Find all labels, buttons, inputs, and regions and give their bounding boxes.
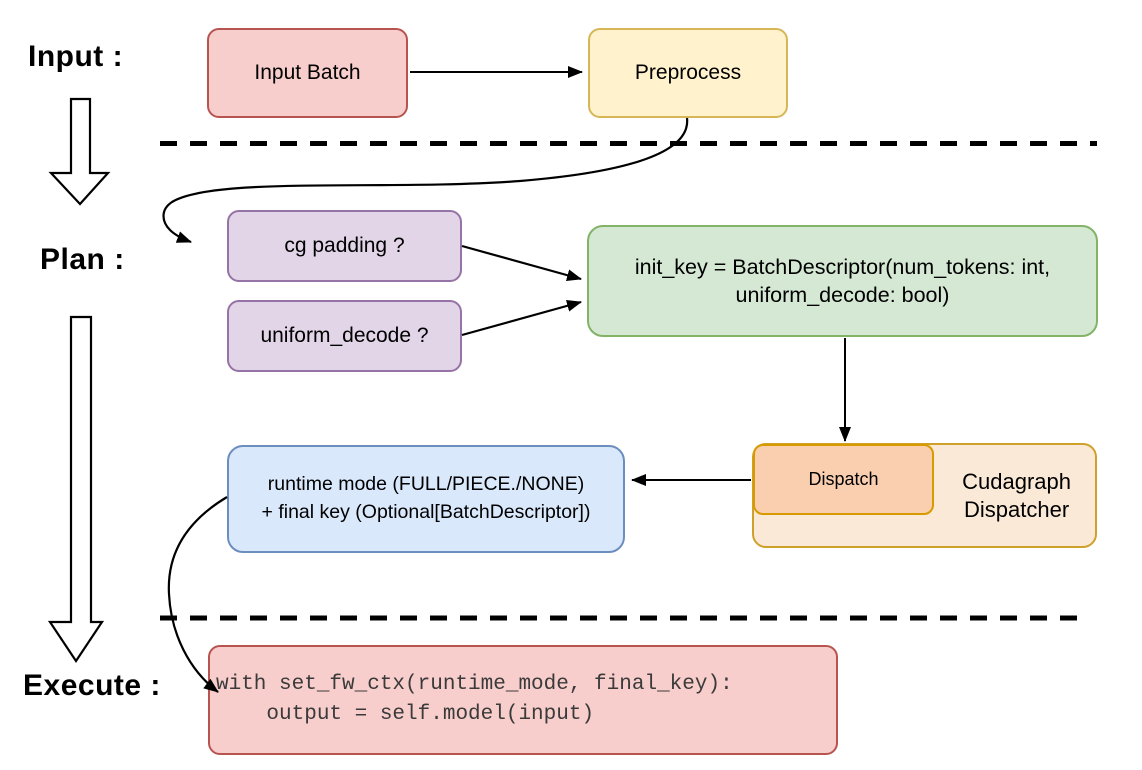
execute-phase-label: Execute : xyxy=(23,669,161,702)
plan-phase-label: Plan : xyxy=(40,243,125,276)
input-phase-label: Input : xyxy=(28,40,124,73)
arrow-cg-padding-to-init-key xyxy=(461,244,582,282)
dispatch-node: Dispatch xyxy=(753,444,934,515)
preprocess-node: Preprocess xyxy=(588,28,788,118)
input-batch-node: Input Batch xyxy=(207,28,408,118)
uniform-decode-node: uniform_decode ? xyxy=(227,300,462,372)
init-key-node: init_key = BatchDescriptor(num_tokens: i… xyxy=(587,225,1098,337)
cg-padding-node: cg padding ? xyxy=(227,210,462,282)
arrow-uniform-decode-to-init-key xyxy=(461,299,582,337)
plan-to-execute-down-arrow-icon xyxy=(47,315,105,663)
runtime-mode-node: runtime mode (FULL/PIECE./NONE) + final … xyxy=(227,445,625,553)
input-to-plan-down-arrow-icon xyxy=(48,97,111,206)
execute-code-node: with set_fw_ctx(runtime_mode, final_key)… xyxy=(208,645,838,755)
